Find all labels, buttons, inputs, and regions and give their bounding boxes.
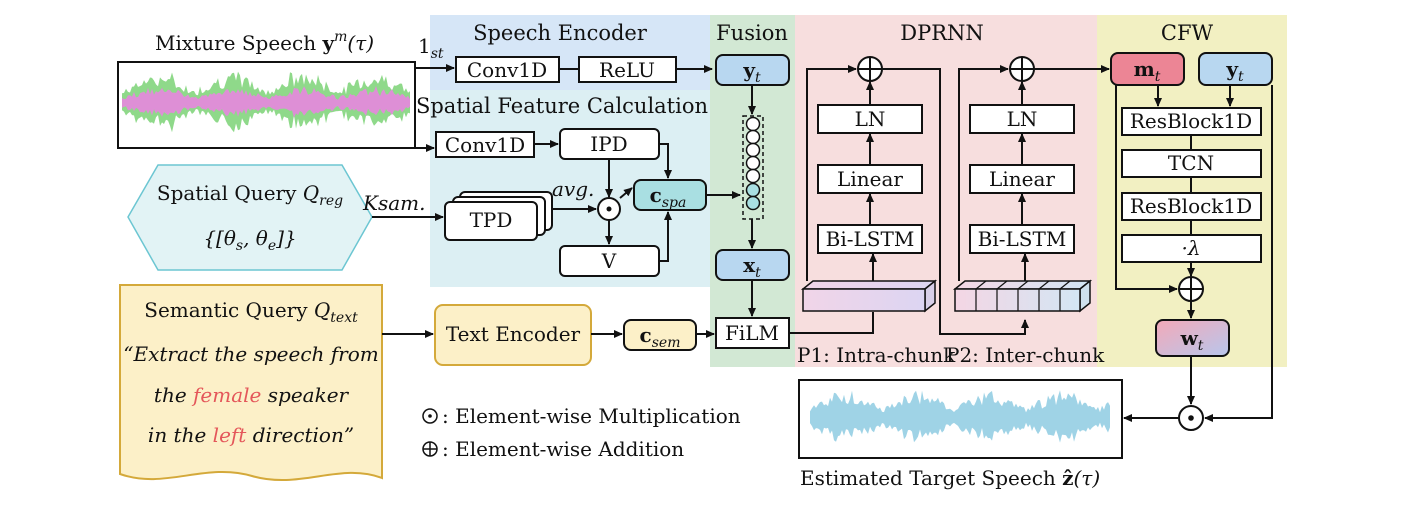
ln1-label: LN	[855, 107, 886, 131]
output-multiply-dot	[1188, 415, 1194, 421]
yt-cfw-label: yt	[1225, 57, 1244, 85]
arrow-add1-to-inter	[882, 68, 1029, 335]
arrow-ipd-to-cspa	[659, 143, 672, 179]
resblock2-box	[1121, 192, 1262, 221]
spatial-query-label: Spatial Query Qreg	[157, 181, 343, 209]
conv1d-encoder-label: Conv1D	[467, 58, 547, 82]
legend-add-cross	[423, 442, 437, 456]
v-label: V	[601, 249, 617, 273]
semantic-prompt-line1: “Extract the speech from	[123, 342, 378, 366]
bilstm2-box	[969, 224, 1075, 254]
ln2-box	[969, 104, 1075, 134]
resblock1-label: ResBlock1D	[1130, 109, 1252, 133]
ln1-box	[817, 104, 923, 134]
dprnn-add-cross-1	[858, 57, 882, 81]
mt-residual-path	[1115, 85, 1178, 293]
semantic-prompt-line3: in the left direction”	[148, 423, 354, 447]
arrow-film-to-dprnn	[789, 312, 874, 334]
cfw-add-cross	[1179, 277, 1203, 301]
text-encoder-label: Text Encoder	[446, 322, 581, 346]
first-channel-label: 1st	[418, 34, 444, 62]
mixture-waveform	[117, 61, 416, 149]
arrow-yt-to-output-mult	[1204, 85, 1273, 422]
yt-cfw-box	[1198, 52, 1273, 86]
intra-chunk-tensor	[800, 279, 938, 313]
ln2-label: LN	[1007, 107, 1038, 131]
relu-label: ReLU	[599, 58, 655, 82]
semantic-query-label: Semantic Query Qtext	[144, 298, 358, 326]
film-label: FiLM	[725, 321, 779, 345]
lambda-box	[1121, 234, 1262, 263]
wt-label: wt	[1180, 326, 1204, 354]
arrow-v-to-cspa	[659, 211, 672, 262]
bilstm2-label: Bi-LSTM	[978, 227, 1067, 251]
ksam-label: Ksam.	[362, 191, 425, 215]
p1-label: P1: Intra-chunk	[797, 343, 956, 367]
xt-label: xt	[743, 253, 761, 281]
avg-label: avg.	[552, 177, 594, 201]
output-waveform	[798, 379, 1123, 459]
c-spa-label: cspa	[650, 183, 687, 211]
linear1-label: Linear	[837, 167, 903, 191]
bilstm1-box	[817, 224, 923, 254]
residual-path-2	[958, 65, 1009, 281]
linear2-label: Linear	[989, 167, 1055, 191]
residual-path-1	[806, 65, 857, 281]
mixture-speech-label: Mixture Speech ym(τ)	[155, 29, 374, 55]
semantic-query-card	[119, 284, 383, 481]
legend-multiply-text: : Element-wise Multiplication	[442, 404, 741, 428]
tcn-label: TCN	[1168, 151, 1214, 175]
conv1d-encoder-box	[455, 56, 560, 83]
arrow-mult-to-cspa	[619, 187, 633, 199]
ipd-label: IPD	[590, 132, 627, 156]
spatial-feature-title: Spatial Feature Calculation	[416, 94, 708, 118]
semantic-prompt-line2: the female speaker	[154, 383, 350, 407]
yt-label: yt	[742, 58, 761, 86]
wt-box	[1155, 319, 1230, 357]
spatial-multiply-dot	[606, 206, 612, 212]
dprnn-add-cross-2	[1010, 57, 1034, 81]
spatial-range-label: {[θs, θe]}	[203, 226, 296, 254]
fusion-title: Fusion	[716, 21, 788, 45]
mt-box	[1110, 52, 1185, 86]
mt-label: mt	[1134, 57, 1161, 85]
legend-add-text: : Element-wise Addition	[442, 437, 684, 461]
conv1d-spatial-label: Conv1D	[445, 133, 525, 157]
output-speech-label: Estimated Target Speech ẑ(τ)	[800, 466, 1100, 490]
concat-feature-stack	[742, 115, 764, 220]
p2-label: P2: Inter-chunk	[946, 343, 1105, 367]
tpd-box	[444, 201, 538, 241]
linear1-box	[817, 164, 923, 194]
inter-chunk-tensor	[952, 279, 1093, 313]
tpd-label: TPD	[470, 208, 513, 232]
dprnn-title: DPRNN	[900, 21, 984, 45]
tcn-box	[1121, 149, 1262, 178]
lambda-label: ·λ	[1181, 236, 1200, 260]
film-box	[715, 317, 790, 349]
bilstm1-label: Bi-LSTM	[826, 227, 915, 251]
c-sem-label: csem	[640, 323, 681, 351]
cfw-title: CFW	[1161, 21, 1214, 45]
speech-encoder-title: Speech Encoder	[473, 21, 648, 45]
legend-multiply-dot	[428, 414, 432, 418]
resblock2-label: ResBlock1D	[1130, 194, 1252, 218]
